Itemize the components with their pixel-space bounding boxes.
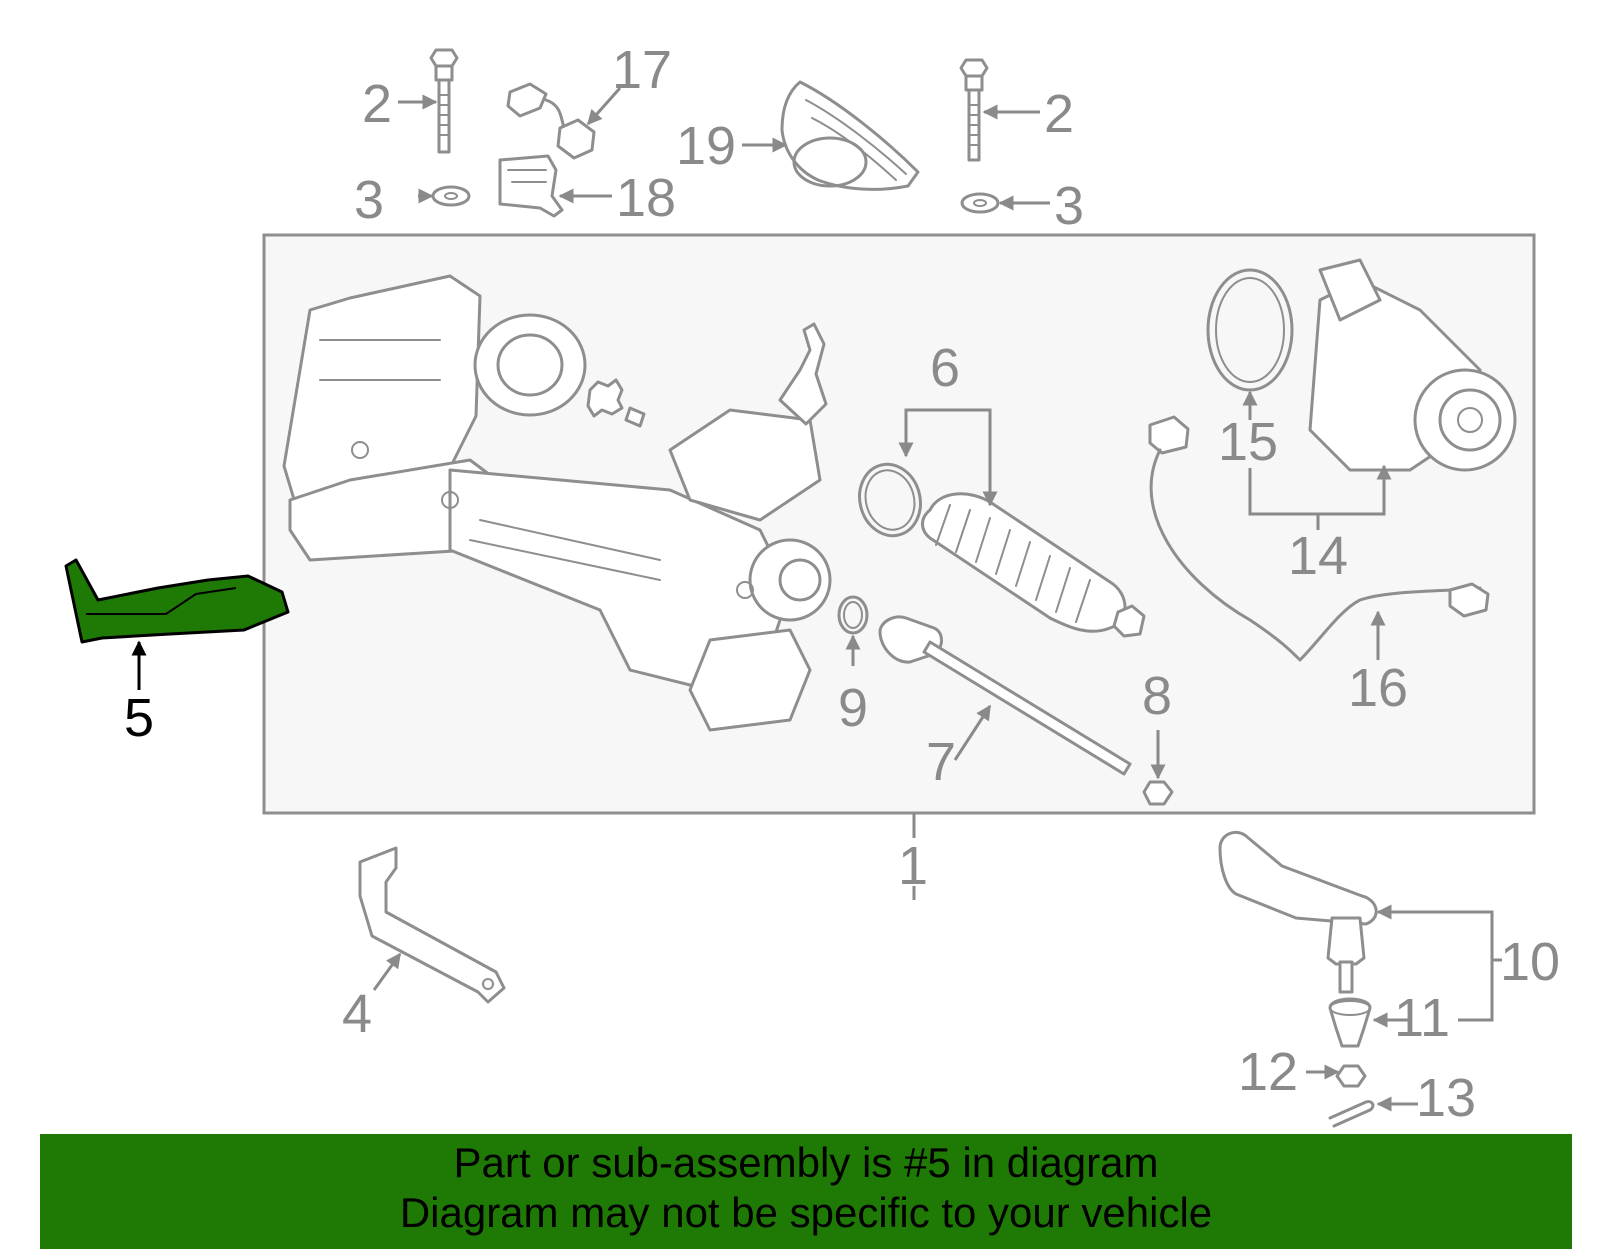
ball-joint-boot <box>1328 997 1372 1048</box>
motor-o-ring <box>1206 268 1294 392</box>
callout-10: 10 <box>1500 932 1560 992</box>
callout-19: 19 <box>676 116 736 176</box>
castle-nut <box>1335 1064 1367 1088</box>
callout-12: 12 <box>1238 1042 1298 1102</box>
callout-3-left: 3 <box>354 170 384 230</box>
highlighted-bracket-edge <box>86 587 237 615</box>
callout-13: 13 <box>1416 1068 1476 1128</box>
assist-motor <box>1308 258 1517 472</box>
sensor-connector <box>506 82 596 160</box>
cotter-pin <box>1328 1100 1375 1128</box>
harness-bracket <box>498 154 564 218</box>
highlighted-bracket <box>64 558 290 644</box>
tie-rod-end <box>1218 831 1378 994</box>
callout-14: 14 <box>1288 526 1348 586</box>
lock-nut <box>1142 780 1174 806</box>
sensor-harness <box>1148 415 1490 662</box>
small-gear <box>586 378 624 418</box>
callout-8: 8 <box>1142 666 1172 726</box>
bolt-left <box>429 48 459 154</box>
washer-right <box>960 192 1000 214</box>
washer-left <box>431 185 471 207</box>
callout-2-right: 2 <box>1044 84 1074 144</box>
callout-16: 16 <box>1348 658 1408 718</box>
callout-15: 15 <box>1218 412 1278 472</box>
info-banner: Part or sub-assembly is #5 in diagram Di… <box>40 1134 1572 1249</box>
dust-cover <box>780 80 920 191</box>
banner-line-1: Part or sub-assembly is #5 in diagram <box>453 1139 1159 1186</box>
callout-6: 6 <box>930 338 960 398</box>
steering-gear-housing <box>282 274 832 732</box>
boot-clamp <box>858 462 922 538</box>
rack-boot <box>921 492 1127 633</box>
bolt-right <box>959 58 989 162</box>
callout-4: 4 <box>342 984 372 1044</box>
callout-17: 17 <box>612 40 672 100</box>
callout-5: 5 <box>124 688 154 748</box>
callout-9: 9 <box>838 678 868 738</box>
gear-heat-shield <box>358 846 506 1004</box>
callout-1: 1 <box>898 836 928 896</box>
callout-7: 7 <box>926 732 956 792</box>
boot-clip <box>1112 604 1146 638</box>
seal-ring <box>837 595 869 635</box>
inner-tie-rod <box>878 615 1132 776</box>
banner-line-2: Diagram may not be specific to your vehi… <box>399 1189 1213 1236</box>
callout-18: 18 <box>616 168 676 228</box>
callout-11: 11 <box>1394 988 1450 1048</box>
small-pin <box>624 406 646 428</box>
callout-3-right: 3 <box>1054 176 1084 236</box>
callout-2-left: 2 <box>362 74 392 134</box>
leader-lines <box>131 87 1502 1112</box>
